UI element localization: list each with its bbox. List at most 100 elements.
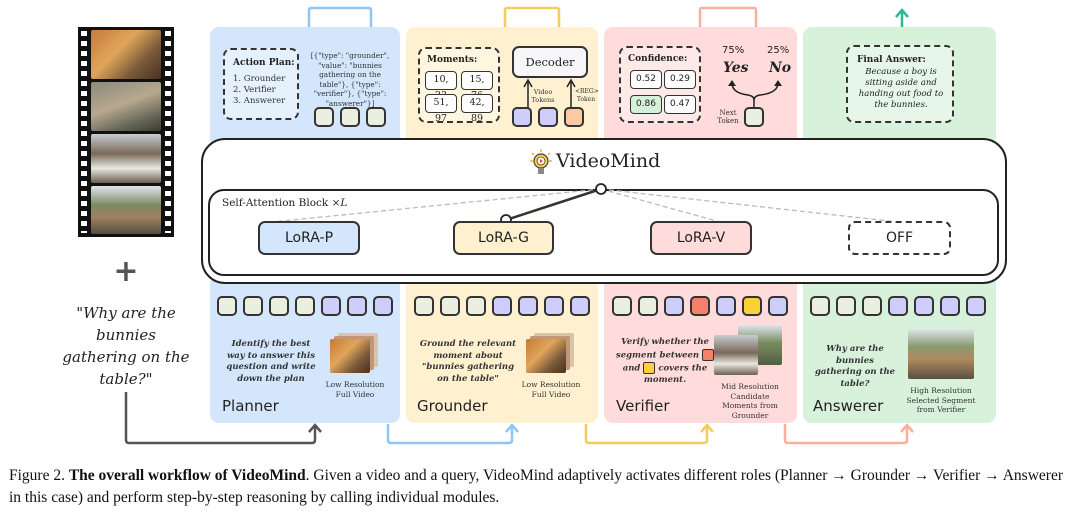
film-perforations-left [81, 31, 87, 233]
verifier-video-thumbnail [714, 325, 784, 375]
confidence-box: Confidence: 0.52 0.29 0.86 0.47 [619, 46, 701, 123]
grounder-role-label: Grounder [417, 397, 488, 415]
action-plan-title: Action Plan: [233, 58, 295, 68]
confidence-cell-highlighted: 0.86 [630, 95, 662, 114]
router-node [595, 183, 607, 195]
output-token [314, 107, 334, 127]
text-token [638, 296, 658, 316]
active-route-line [505, 187, 602, 222]
video-frame-boy-feeding [91, 186, 161, 234]
answerer-role-label: Answerer [813, 397, 884, 415]
grounder-resolution: Low Resolution Full Video [521, 380, 581, 399]
video-token [914, 296, 934, 316]
video-token [373, 296, 393, 316]
planner-video-thumbnail [330, 333, 380, 373]
video-token [321, 296, 341, 316]
verifier-desc-part2: and [622, 363, 641, 373]
lightbulb-video-icon [530, 149, 552, 177]
self-attention-label: Self-Attention Block ×L [222, 197, 348, 209]
decoder-box: Decoder [512, 46, 588, 78]
moments-title: Moments: [427, 55, 478, 65]
text-token [810, 296, 830, 316]
grounder-description: Ground the relevant moment about "bunnie… [419, 339, 517, 384]
moment-cell: 51, 97 [425, 94, 457, 124]
verifier-description: Verify whether the segment between and c… [614, 337, 716, 386]
verifier-top-loop [698, 6, 758, 28]
answerer-token-row [810, 296, 990, 316]
text-token [269, 296, 289, 316]
grounder-to-verifier-arrow [584, 423, 714, 445]
film-perforations-right [165, 31, 171, 233]
yes-label: Yes [723, 60, 749, 76]
end-token [742, 296, 762, 316]
planner-json-output: [{"type": "grounder", "value": "bunnies … [310, 51, 390, 108]
end-token-marker [643, 361, 656, 374]
next-token-branch-arrows [728, 80, 782, 108]
planner-top-loop [307, 6, 373, 28]
video-token [888, 296, 908, 316]
confidence-cell: 0.52 [630, 70, 662, 89]
verifier-to-answerer-arrow [783, 423, 914, 445]
answerer-description: Why are the bunnies gathering on the tab… [814, 344, 896, 389]
lora-off: OFF [848, 221, 951, 255]
grounder-video-thumbnail [526, 333, 576, 373]
planner-description: Identify the best way to answer this que… [226, 339, 316, 384]
lora-grounder: LoRA-G [453, 221, 554, 255]
video-tokens-label: Video Tokens [531, 88, 555, 104]
video-token [538, 107, 558, 127]
grounder-top-loop [503, 6, 561, 28]
verifier-token-row [612, 296, 792, 316]
plan-item: 3. Answerer [233, 96, 286, 106]
video-token [664, 296, 684, 316]
final-answer-box: Final Answer: Because a boy is sitting a… [846, 45, 954, 123]
plus-sign: + [113, 254, 139, 289]
grounder-token-row [414, 296, 594, 316]
input-to-planner-arrow [124, 392, 322, 445]
video-token [768, 296, 788, 316]
confidence-cell: 0.29 [664, 70, 696, 89]
moment-cell: 42, 89 [461, 94, 493, 124]
text-token [217, 296, 237, 316]
output-token [340, 107, 360, 127]
video-filmstrip [78, 27, 174, 237]
next-token [744, 107, 764, 127]
no-probability: 25% [767, 45, 790, 56]
caption-label: Figure 2. [9, 467, 65, 484]
planner-token-row [217, 296, 397, 316]
verifier-desc-part3: covers the moment. [643, 363, 708, 385]
verifier-role-label: Verifier [616, 397, 670, 415]
caption-text: . Given a video and a query, VideoMind a… [9, 467, 1063, 506]
confidence-title: Confidence: [628, 54, 688, 64]
final-answer-title: Final Answer: [857, 55, 926, 65]
text-token [440, 296, 460, 316]
video-frame-bunnies-grass [91, 82, 161, 131]
video-token [347, 296, 367, 316]
final-answer-text: Because a boy is sitting aside and handi… [858, 67, 944, 110]
plan-item: 1. Grounder [233, 74, 286, 84]
no-label: No [769, 60, 792, 76]
video-token [518, 296, 538, 316]
text-token [295, 296, 315, 316]
figure-caption: Figure 2. The overall workflow of VideoM… [9, 465, 1074, 509]
video-token [940, 296, 960, 316]
caption-bold-title: The overall workflow of VideoMind [68, 467, 306, 484]
video-token [492, 296, 512, 316]
video-frame-bunnies-bowls [91, 134, 161, 183]
video-token [512, 107, 532, 127]
decoder-label: Decoder [525, 55, 575, 69]
start-token-marker [702, 348, 715, 361]
text-token [243, 296, 263, 316]
text-token [414, 296, 434, 316]
video-token [544, 296, 564, 316]
plan-item: 2. Verifier [233, 85, 276, 95]
lora-planner: LoRA-P [258, 221, 360, 255]
action-plan-box: Action Plan: 1. Grounder 2. Verifier 3. … [223, 48, 299, 120]
lora-routing-lines [271, 183, 899, 226]
answerer-output-arrow [895, 8, 909, 27]
user-query: "Why are the bunnies gathering on the ta… [62, 304, 190, 388]
video-token [570, 296, 590, 316]
start-token [690, 296, 710, 316]
decoder-input-arrows [523, 78, 576, 108]
text-token [836, 296, 856, 316]
video-token [966, 296, 986, 316]
